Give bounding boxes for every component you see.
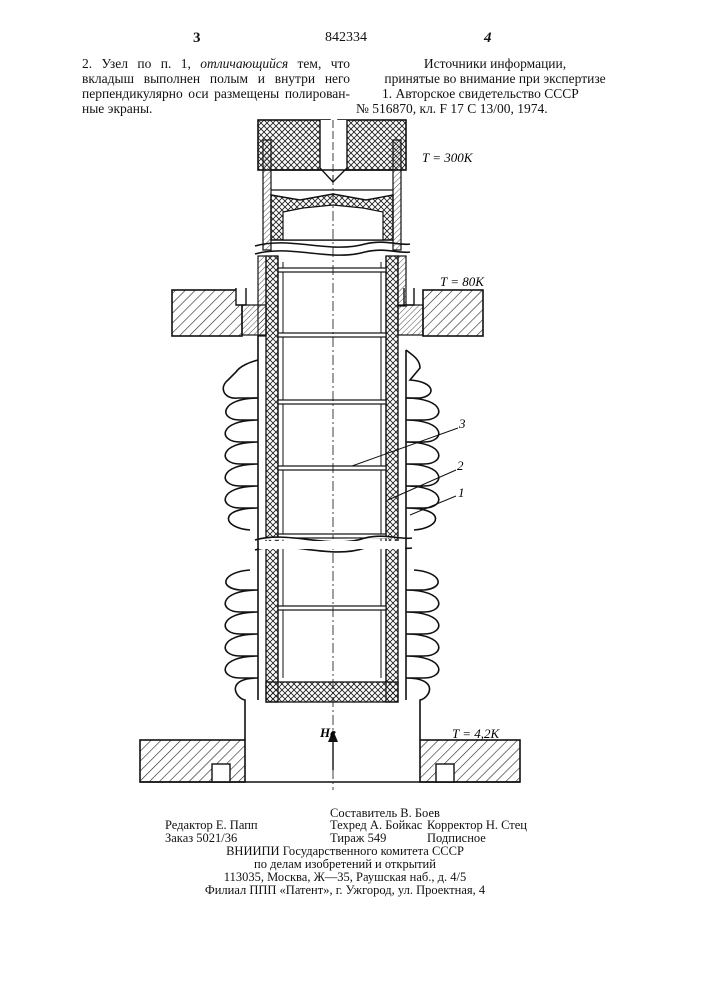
part-label-2: 2 bbox=[457, 458, 464, 473]
temp-label-4k: T = 4,2K bbox=[452, 726, 501, 741]
flange-80k bbox=[172, 288, 483, 336]
temp-label-80k: T = 80K bbox=[440, 274, 485, 289]
bellows-right bbox=[406, 350, 439, 740]
leader-lines bbox=[290, 242, 458, 515]
temp-label-300k: T = 300K bbox=[422, 150, 474, 165]
top-cap bbox=[258, 120, 406, 182]
part-label-3: 3 bbox=[458, 416, 466, 431]
break-line-upper-2 bbox=[255, 250, 410, 255]
outer-tube bbox=[258, 256, 406, 700]
polished-screens bbox=[278, 268, 386, 610]
insert-shell bbox=[266, 256, 398, 702]
base-plate-4k bbox=[140, 740, 520, 782]
colophon-org-4: Филиал ППП «Патент», г. Ужгород, ул. Про… bbox=[160, 883, 530, 898]
break-line-upper bbox=[255, 242, 410, 247]
bellows-left bbox=[223, 360, 258, 740]
helium-label: He bbox=[319, 725, 336, 740]
part-label-1: 1 bbox=[458, 485, 465, 500]
